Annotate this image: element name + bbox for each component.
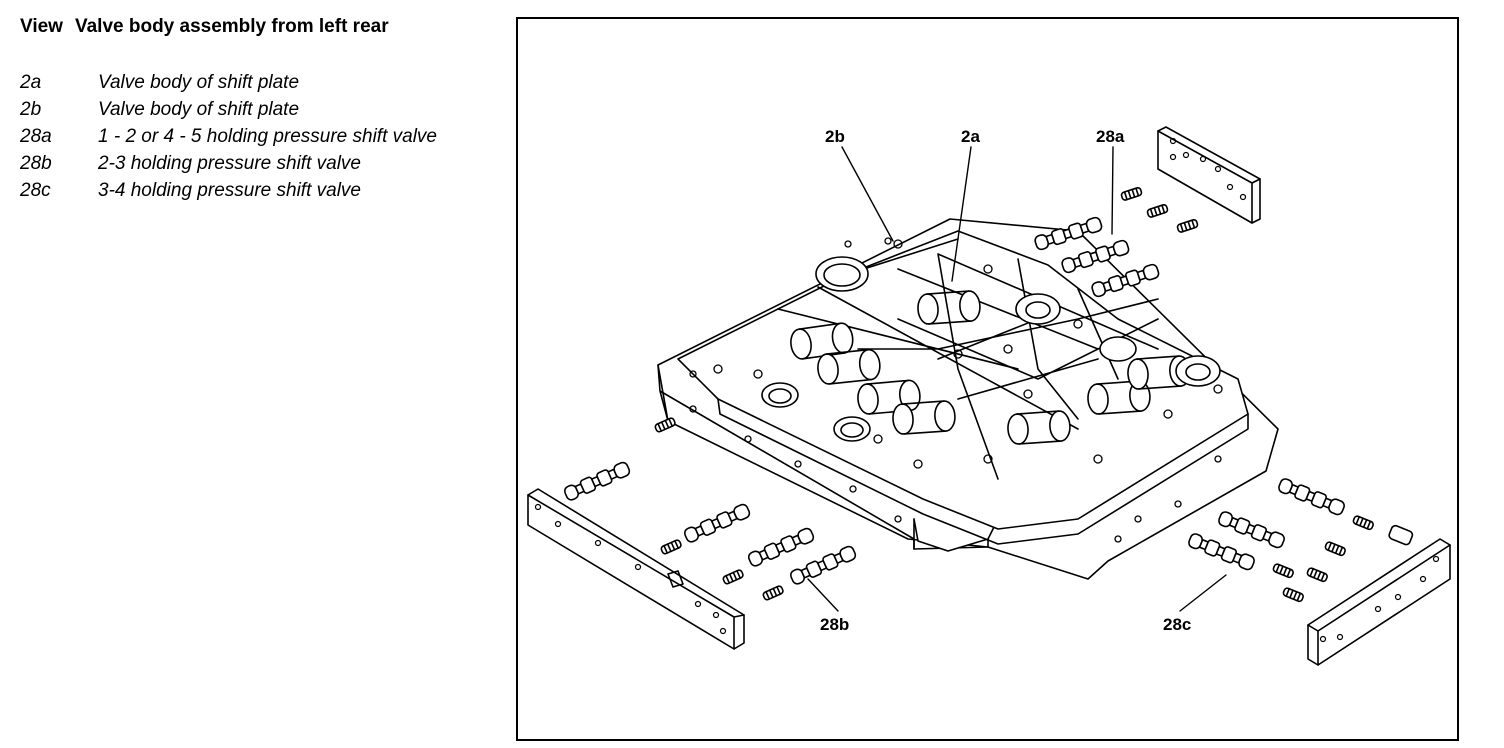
legend-text: 3-4 holding pressure shift valve xyxy=(98,180,361,201)
view-label: View xyxy=(20,16,63,37)
title-text: Valve body assembly from left rear xyxy=(74,16,389,37)
cover-plate-left xyxy=(527,488,745,650)
legend-key: 28a xyxy=(20,126,52,147)
callout-2a: 2a xyxy=(961,127,980,146)
callout-28b: 28b xyxy=(820,615,849,634)
page-title: View Valve body assembly from left rear xyxy=(20,16,389,38)
valve-body-drawing: 2b 2a 28a 28b 28c xyxy=(527,126,1451,666)
legend-key: 2a xyxy=(20,72,42,93)
legend-text: Valve body of shift plate xyxy=(98,99,300,120)
legend-item: 2a Valve body of shift plate xyxy=(20,70,490,96)
legend-text: 1 - 2 or 4 - 5 holding pressure shift va… xyxy=(98,126,438,147)
legend-key: 2b xyxy=(20,99,42,120)
legend-key: 28c xyxy=(20,180,51,201)
callout-2b: 2b xyxy=(825,127,845,146)
cover-plate-right xyxy=(1307,538,1451,666)
valve-body-main xyxy=(657,218,1279,580)
legend-key: 28b xyxy=(20,153,52,174)
cover-plate-top-right xyxy=(1157,126,1261,224)
legend-text: 2-3 holding pressure shift valve xyxy=(98,153,361,174)
callout-28c: 28c xyxy=(1163,615,1191,634)
legend-item: 2b Valve body of shift plate xyxy=(20,97,490,123)
figure-frame: 2b 2a 28a 28b 28c xyxy=(516,17,1459,741)
callout-28a: 28a xyxy=(1096,127,1125,146)
legend-item: 28a 1 - 2 or 4 - 5 holding pressure shif… xyxy=(20,124,460,150)
legend-text: Valve body of shift plate xyxy=(98,72,300,93)
leader-lines xyxy=(807,146,1227,612)
legend-item: 28b 2-3 holding pressure shift valve xyxy=(20,151,490,177)
legend-item: 28c 3-4 holding pressure shift valve xyxy=(20,178,490,204)
legend-list: 2a Valve body of shift plate 2b Valve bo… xyxy=(20,70,490,205)
valve-spools xyxy=(562,186,1414,604)
